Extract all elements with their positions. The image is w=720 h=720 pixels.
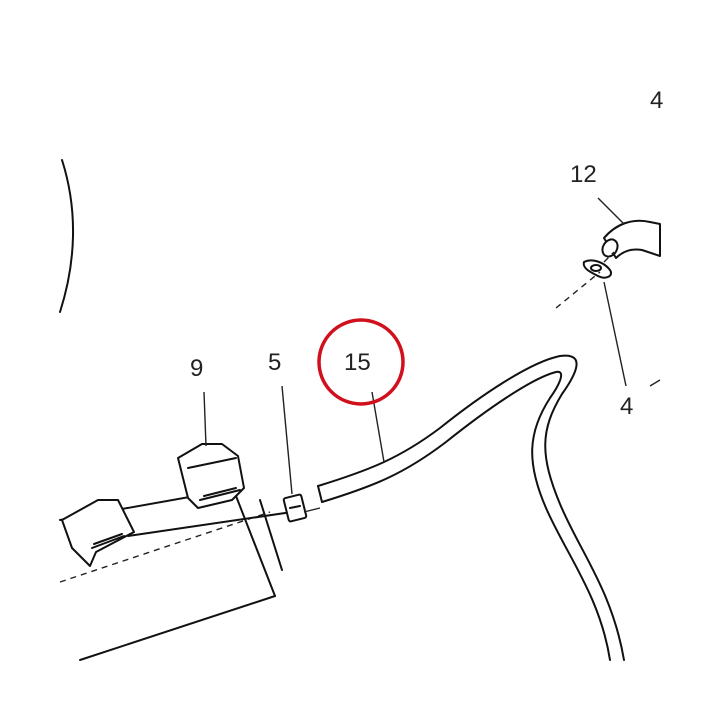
frame-edge	[59, 159, 75, 313]
leader-4	[603, 281, 627, 387]
callout-15: 15	[344, 349, 371, 376]
highlight-circle	[317, 318, 405, 406]
hose-part-15	[317, 354, 625, 661]
hose-part-12	[601, 219, 661, 259]
leader-4-right	[649, 379, 661, 387]
callout-5: 5	[268, 349, 281, 376]
leader-9	[203, 391, 207, 447]
leader-5	[281, 385, 293, 495]
callout-12: 12	[570, 161, 597, 188]
bracket-left	[61, 499, 135, 567]
leader-12	[597, 197, 625, 225]
callout-4-bottom: 4	[620, 393, 633, 420]
clamp-part-5	[282, 493, 321, 523]
callout-4-top: 4	[650, 87, 663, 114]
callout-9: 9	[190, 355, 203, 382]
clip-part-4	[555, 251, 615, 309]
bracket-part-9	[177, 443, 245, 509]
